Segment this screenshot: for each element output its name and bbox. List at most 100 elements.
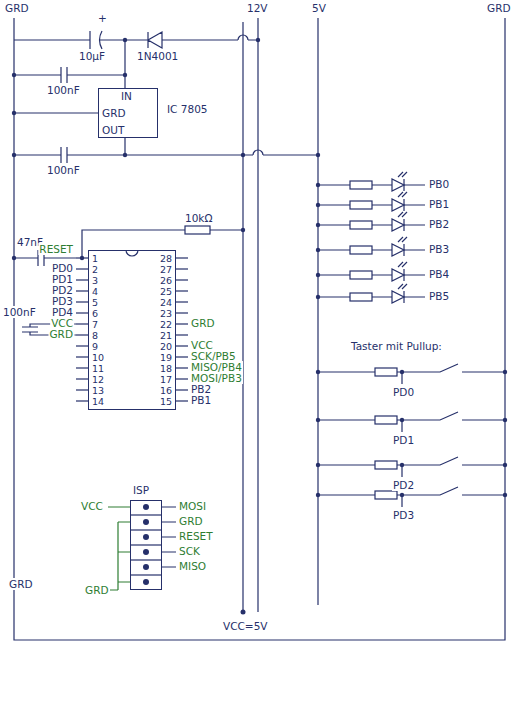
pin-number: 19 bbox=[160, 352, 172, 364]
resistor-symbol bbox=[375, 491, 397, 499]
switch-wire bbox=[318, 457, 505, 477]
pin-name: PB1 bbox=[190, 394, 212, 406]
light-arrow bbox=[398, 262, 407, 267]
component-label: PD0 bbox=[392, 386, 415, 398]
junction-dot bbox=[316, 183, 320, 187]
pin-stub bbox=[176, 400, 188, 401]
pin-stub bbox=[76, 389, 88, 390]
component-label: GRD bbox=[178, 515, 204, 527]
pin-number: 21 bbox=[160, 330, 172, 342]
input-wire bbox=[14, 31, 258, 49]
led-wire bbox=[318, 244, 425, 256]
vcc-rail bbox=[242, 22, 243, 612]
junction-dot bbox=[316, 493, 320, 497]
junction-dot bbox=[400, 463, 404, 467]
resistor-symbol bbox=[375, 416, 397, 424]
component-label: 1N4001 bbox=[136, 50, 179, 62]
resistor-symbol bbox=[375, 368, 397, 376]
pin-number: 3 bbox=[92, 275, 98, 287]
pin-number: 14 bbox=[92, 396, 104, 408]
output-wire bbox=[14, 147, 318, 163]
junction-dot bbox=[503, 463, 507, 467]
led-symbol bbox=[392, 244, 404, 256]
component-label: MOSI bbox=[178, 500, 207, 512]
junction-dot bbox=[12, 73, 16, 77]
resistor-symbol bbox=[350, 246, 372, 254]
component-label: PD1 bbox=[392, 434, 415, 446]
pin-stub bbox=[176, 312, 188, 313]
junction-dot bbox=[503, 370, 507, 374]
light-arrow bbox=[398, 192, 407, 197]
resistor-symbol bbox=[350, 221, 372, 229]
led-wire bbox=[318, 179, 425, 191]
component-label: 10kΩ bbox=[184, 212, 213, 224]
light-arrow bbox=[398, 212, 407, 217]
pin-stub bbox=[176, 389, 188, 390]
pin-number: 23 bbox=[160, 308, 172, 320]
pin-number: 12 bbox=[92, 374, 104, 386]
component-label: PB2 bbox=[428, 218, 450, 230]
component-label: RESET bbox=[178, 530, 214, 542]
capacitor-symbol bbox=[14, 67, 125, 83]
isp-row bbox=[130, 514, 162, 515]
junction-dot bbox=[316, 295, 320, 299]
chip-box: 1234567891011121314282726252423222120191… bbox=[88, 250, 176, 410]
junction-dot bbox=[123, 153, 127, 157]
rail-label: 12V bbox=[246, 2, 269, 14]
pin-number: 6 bbox=[92, 308, 98, 320]
pin-number: 10 bbox=[92, 352, 104, 364]
pin-stub bbox=[176, 301, 188, 302]
led-symbol bbox=[392, 291, 404, 303]
junction-dot bbox=[12, 111, 16, 115]
wire bbox=[124, 138, 125, 155]
pin-name: OUT bbox=[102, 124, 124, 136]
component-label: GRD bbox=[84, 584, 110, 596]
ground-rail bbox=[14, 18, 505, 640]
isp-pin bbox=[143, 579, 149, 585]
pin-stub bbox=[176, 356, 188, 357]
component-label: MISO bbox=[178, 560, 207, 572]
pin-number: 17 bbox=[160, 374, 172, 386]
pin-number: 22 bbox=[160, 319, 172, 331]
isp-wire bbox=[108, 507, 130, 590]
junction-dot bbox=[241, 228, 245, 232]
component-label: + bbox=[97, 12, 108, 24]
component-label: PD3 bbox=[392, 509, 415, 521]
junction-dot bbox=[400, 418, 404, 422]
junction-dot bbox=[316, 418, 320, 422]
component-label: PB3 bbox=[428, 243, 450, 255]
isp-row bbox=[130, 559, 162, 560]
pin-stub bbox=[76, 312, 88, 313]
component-label: PD2 bbox=[392, 479, 415, 491]
rail-label: VCC=5V bbox=[222, 620, 269, 632]
isp-pin bbox=[143, 534, 149, 540]
regulator-box: IC 7805INGRDOUT bbox=[98, 88, 158, 138]
pin-number: 9 bbox=[92, 341, 98, 353]
component-label: PB5 bbox=[428, 290, 450, 302]
component-label: Taster mit Pullup: bbox=[350, 340, 443, 352]
junction-dot bbox=[316, 223, 320, 227]
pin-number: 25 bbox=[160, 286, 172, 298]
part-name: IC 7805 bbox=[167, 103, 208, 115]
junction-dot bbox=[256, 38, 260, 42]
pin-stub bbox=[76, 301, 88, 302]
pin-stub bbox=[176, 323, 188, 324]
pin-stub bbox=[176, 378, 188, 379]
resistor-symbol bbox=[185, 226, 210, 234]
wire bbox=[124, 40, 125, 88]
5v-rail bbox=[317, 18, 318, 605]
isp-row bbox=[130, 529, 162, 530]
pin-number: 13 bbox=[92, 385, 104, 397]
component-label: PB0 bbox=[428, 178, 450, 190]
pin-name: IN bbox=[121, 90, 132, 102]
component-label: 100nF bbox=[46, 164, 81, 176]
resistor-symbol bbox=[350, 271, 372, 279]
light-arrow bbox=[398, 237, 407, 242]
connector-name: ISP bbox=[133, 484, 149, 496]
pin-number: 24 bbox=[160, 297, 172, 309]
pin-stub bbox=[76, 268, 88, 269]
pin-name: GRD bbox=[190, 317, 216, 329]
led-wire bbox=[318, 269, 425, 281]
junction-dot bbox=[241, 153, 245, 157]
